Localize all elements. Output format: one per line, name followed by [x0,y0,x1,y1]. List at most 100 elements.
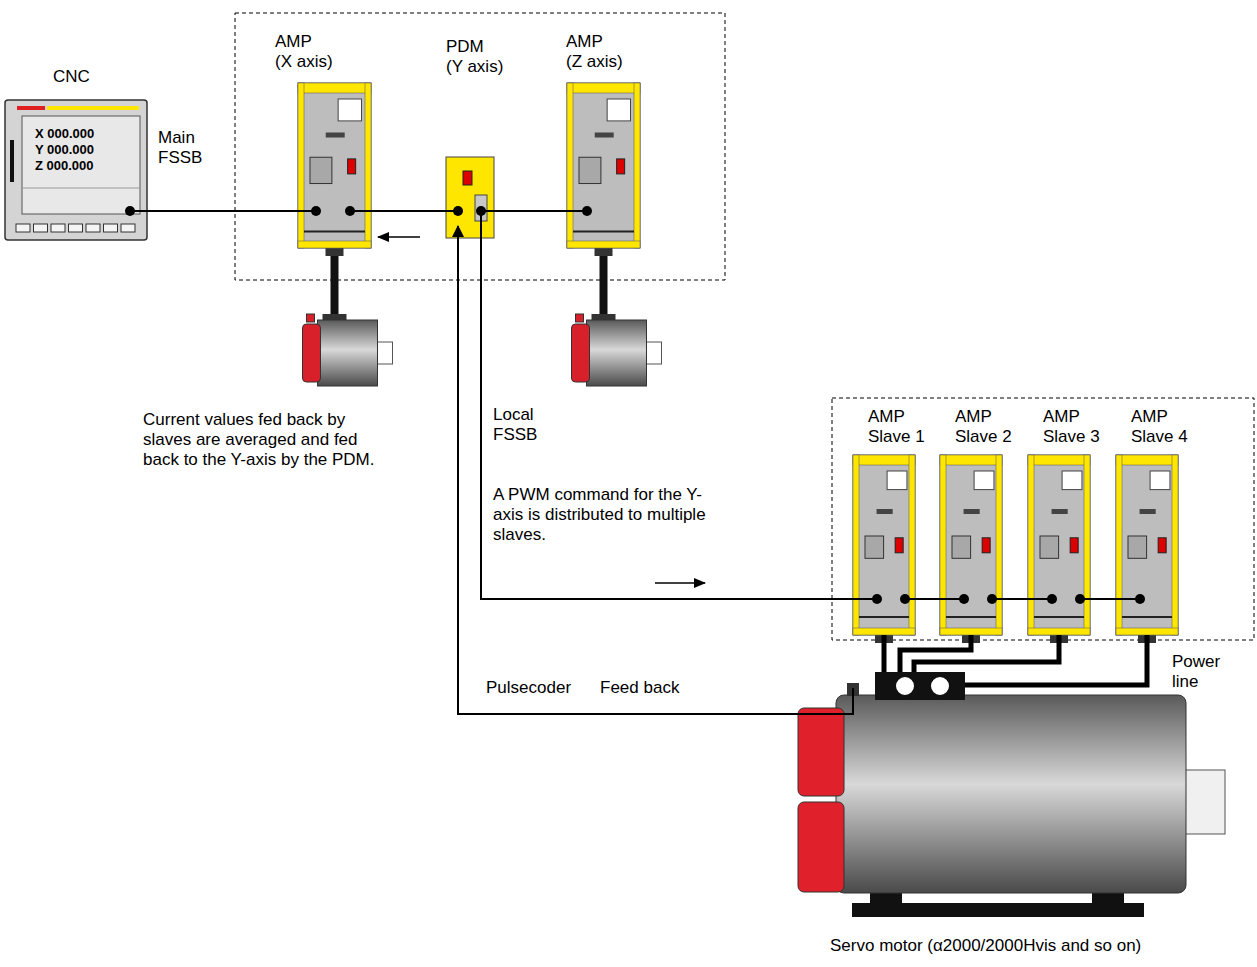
amp-display [887,471,907,490]
amplifier: AMP (X axis) [298,83,371,248]
amp-trim [1084,455,1090,635]
amp-line [1034,616,1084,618]
motor-cable [600,256,608,320]
amp-label: AMP (X axis) [275,32,333,72]
amp-body [1028,455,1090,635]
amp-led [982,538,990,553]
cnc-button [121,224,135,232]
terminal [930,676,950,696]
signal-line [481,210,587,212]
cnc-button [104,224,118,232]
amplifier: AMP (Z axis) [567,83,640,248]
amp-trim [1116,455,1178,465]
signal-label: Feed back [600,678,679,698]
wire-label: Power line [1172,652,1220,692]
amp-slot [1052,509,1068,514]
amp-display [1150,471,1170,490]
amp-slot [877,509,893,514]
direction-arrow [655,582,705,584]
motor-cap [307,314,315,322]
motor-base [852,903,1144,917]
amp-trim [634,83,640,248]
amp-trim [909,455,915,635]
amp-slot [326,133,345,138]
amp-line [573,231,634,233]
amp-trim [298,83,371,93]
amp-body [1116,455,1178,635]
slave-amplifier: AMP Slave 3 [1028,455,1090,635]
amp-trim [940,455,946,635]
pdm-label: PDM (Y axis) [446,37,503,77]
amp-line [946,616,996,618]
group-outline [832,398,1254,640]
amp-display [338,99,361,121]
amp-display [974,471,994,490]
motor-shaft [377,342,393,364]
amp-led [1158,538,1166,553]
cnc-button [34,224,48,232]
power-line [914,635,1059,672]
cnc-housing [5,100,147,240]
motor-body [318,320,378,386]
terminal [895,676,915,696]
amp-panel [865,536,884,558]
note-text: A PWM command for the Y-axis is distribu… [493,485,721,545]
pdm-body [446,157,494,238]
amp-trim [1028,455,1090,465]
amp-display [1062,471,1082,490]
cnc-unit: CNCX 000.000Y 000.000Z 000.000 [5,100,147,240]
amp-panel [952,536,971,558]
amp-trim [567,83,573,248]
amp-label: AMP Slave 1 [868,407,925,447]
amp-display [607,99,630,121]
bus-label: Main FSSB [158,128,202,168]
amp-panel [310,157,332,183]
amp-connector [326,248,344,256]
illustrations [5,83,1225,917]
servo-motor: Servo motor (α2000/2000Hvis and so on) [798,672,1225,912]
amp-body [298,83,371,248]
amp-body [567,83,640,248]
direction-arrow [378,236,420,238]
bus-label: Local FSSB [493,405,537,445]
cnc-screen [22,116,140,214]
power-line [900,635,971,672]
amp-body [940,455,1002,635]
amp-label: AMP Slave 3 [1043,407,1100,447]
amp-trim [940,628,1002,635]
motor-cap [576,314,584,322]
amp-trim [1116,455,1122,635]
signal-line [481,211,877,599]
amp-trim [853,455,915,465]
cnc-button [51,224,65,232]
amp-trim [853,628,915,635]
motor-caption: Servo motor (α2000/2000Hvis and so on) [830,936,1141,956]
amp-line [859,616,909,618]
motor-body [587,320,647,386]
screen-text: Z 000.000 [35,158,94,174]
note-text: Current values fed back by slaves are av… [143,410,388,470]
amp-slot [1140,509,1156,514]
screen-text: X 000.000 [35,126,94,142]
amp-trim [1028,455,1034,635]
motor-cap [572,324,590,382]
motor-body [836,695,1186,893]
amp-connector [595,248,613,256]
motor-cap [798,802,844,892]
slave-amplifier: AMP Slave 1 [853,455,915,635]
amp-led [895,538,903,553]
signal-line [992,598,1052,600]
signal-line [458,226,853,714]
cnc-slot [10,140,14,182]
amp-label: AMP (Z axis) [566,32,623,72]
motor-cap [303,324,321,382]
amp-panel [1128,536,1147,558]
amp-body [853,455,915,635]
amp-panel [1040,536,1059,558]
amp-label: AMP Slave 2 [955,407,1012,447]
amp-trim [853,455,859,635]
signal-line [130,210,316,212]
power-line [965,635,1147,685]
cnc-button [69,224,83,232]
